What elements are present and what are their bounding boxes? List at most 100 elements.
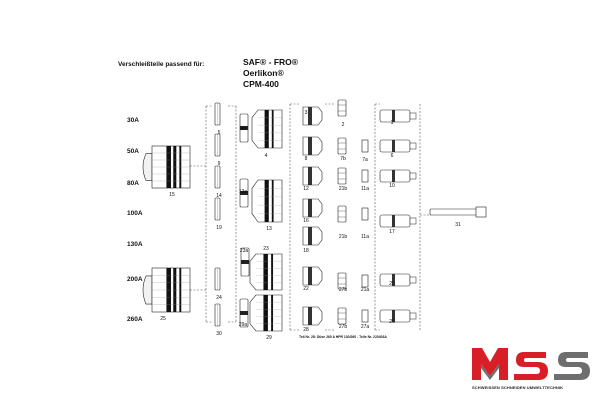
swirl-outline xyxy=(337,167,347,185)
part-label-23a: 23a xyxy=(240,248,249,254)
electrode-icon xyxy=(429,206,487,218)
part-label-26: 26 xyxy=(389,319,395,325)
electrode-tip xyxy=(409,217,417,225)
part-label-31: 31 xyxy=(455,222,461,228)
nozzle-icon xyxy=(239,298,249,328)
logo-letter-m xyxy=(472,348,508,380)
nozzle-icon xyxy=(302,106,323,126)
part-label-30: 30 xyxy=(216,331,222,337)
part-label-7a: 7a xyxy=(362,157,368,163)
cap-band xyxy=(264,180,269,222)
electrode-band xyxy=(392,310,395,322)
cap-band xyxy=(271,295,274,331)
small-ring-outline xyxy=(361,169,369,183)
electrode-tip xyxy=(409,312,417,320)
nozzle-band xyxy=(240,191,248,195)
logo-letter-s-1 xyxy=(514,352,548,380)
part-label-20: 20 xyxy=(389,281,395,287)
part-label-27b: 27b xyxy=(339,287,348,293)
shield-cap-icon xyxy=(214,165,221,189)
amp-label-50a: 50A xyxy=(127,148,139,155)
brand-line-1: SAF® - FRO® xyxy=(243,57,299,67)
shield-cap-icon xyxy=(249,294,283,332)
electrode-band xyxy=(392,215,395,227)
part-label-25: 25 xyxy=(160,316,166,322)
part-label-1: 1 xyxy=(391,120,394,126)
electrode-tip xyxy=(409,276,417,284)
nozzle-icon xyxy=(239,113,249,143)
part-label-22: 22 xyxy=(303,286,309,292)
part-label-21b: 21b xyxy=(339,186,348,192)
shield-cap-icon xyxy=(251,109,283,149)
part-label-23: 23 xyxy=(263,246,269,252)
part-label-10: 10 xyxy=(389,183,395,189)
part-label-12: 12 xyxy=(303,186,309,192)
swirl-outline xyxy=(337,307,347,325)
shield-cap-icon xyxy=(337,272,347,290)
nozzle-icon xyxy=(302,166,323,186)
shield-cap-icon xyxy=(337,167,347,185)
electrode-band xyxy=(392,274,395,286)
electrode-icon xyxy=(379,214,417,228)
cap-band xyxy=(264,110,269,148)
electrode-tip xyxy=(409,142,417,150)
torch-tip xyxy=(142,275,153,305)
logo-letter-s-2 xyxy=(554,352,590,380)
electrode-icon xyxy=(379,309,417,323)
part-label-21a: 21a xyxy=(361,287,370,293)
nozzle-icon xyxy=(302,198,323,218)
part-label-11a: 11a xyxy=(361,186,369,192)
nozzle-icon xyxy=(302,226,323,246)
part-label-24: 24 xyxy=(216,295,222,301)
part-label-6: 6 xyxy=(391,153,394,159)
nozzle-outline xyxy=(302,106,323,126)
header-label: Verschleißteile passend für: xyxy=(118,61,205,68)
part-label-29a: 29a xyxy=(239,322,248,328)
nozzle-outline xyxy=(302,136,323,156)
electrode-band xyxy=(392,170,395,182)
logo-tagline: SCHWEISSEN SCHNEIDEN UMWELTTECHNIK xyxy=(472,385,564,390)
part-label-3: 3 xyxy=(305,110,308,116)
swirl-outline xyxy=(337,205,347,223)
cap-band xyxy=(271,254,274,290)
part-labels: 152559141924304a13a23a29a413232938121618… xyxy=(160,110,461,341)
part-label-2: 2 xyxy=(342,122,345,128)
small-ring-outline xyxy=(361,309,369,323)
nozzle-band xyxy=(308,199,312,217)
nozzle-outline xyxy=(302,198,323,218)
part-label-29: 29 xyxy=(266,335,272,341)
shield-cap-icon xyxy=(214,303,221,327)
nozzle-icon xyxy=(239,178,249,208)
part-note: Teil Nr. 28: Düse 260 A HPR 130/260 - Te… xyxy=(299,335,387,339)
shield-cap-icon xyxy=(214,133,221,157)
nozzle-band xyxy=(308,227,312,245)
nozzle-band xyxy=(240,311,248,315)
swirl-outline xyxy=(337,137,347,155)
shield-cap-icon xyxy=(249,253,283,291)
swirl-outline xyxy=(337,272,347,290)
electrode-band xyxy=(392,110,395,122)
cap-band xyxy=(263,254,268,290)
electrode-band xyxy=(392,140,395,152)
part-label-4a: 4a xyxy=(240,126,246,132)
shield-cap-icon xyxy=(337,205,347,223)
nozzle-band xyxy=(241,260,249,264)
nozzle-outline xyxy=(302,166,323,186)
amp-label-260a: 260A xyxy=(127,316,143,323)
torch-body-icon xyxy=(142,267,191,313)
torch-body-icon xyxy=(142,145,191,189)
nozzle-icon xyxy=(302,136,323,156)
brand-line-3: CPM-400 xyxy=(243,79,279,89)
amp-label-80a: 80A xyxy=(127,180,139,187)
torch-tip xyxy=(142,153,153,181)
tool-body xyxy=(429,208,481,216)
shield-cap-icon xyxy=(361,139,369,153)
shield-cap-icon xyxy=(337,307,347,325)
amp-label-200a: 200A xyxy=(127,276,143,283)
shield-cap-icon xyxy=(361,309,369,323)
part-label-9: 9 xyxy=(218,161,221,167)
nozzle-band xyxy=(308,267,312,285)
parts-group xyxy=(142,99,487,332)
